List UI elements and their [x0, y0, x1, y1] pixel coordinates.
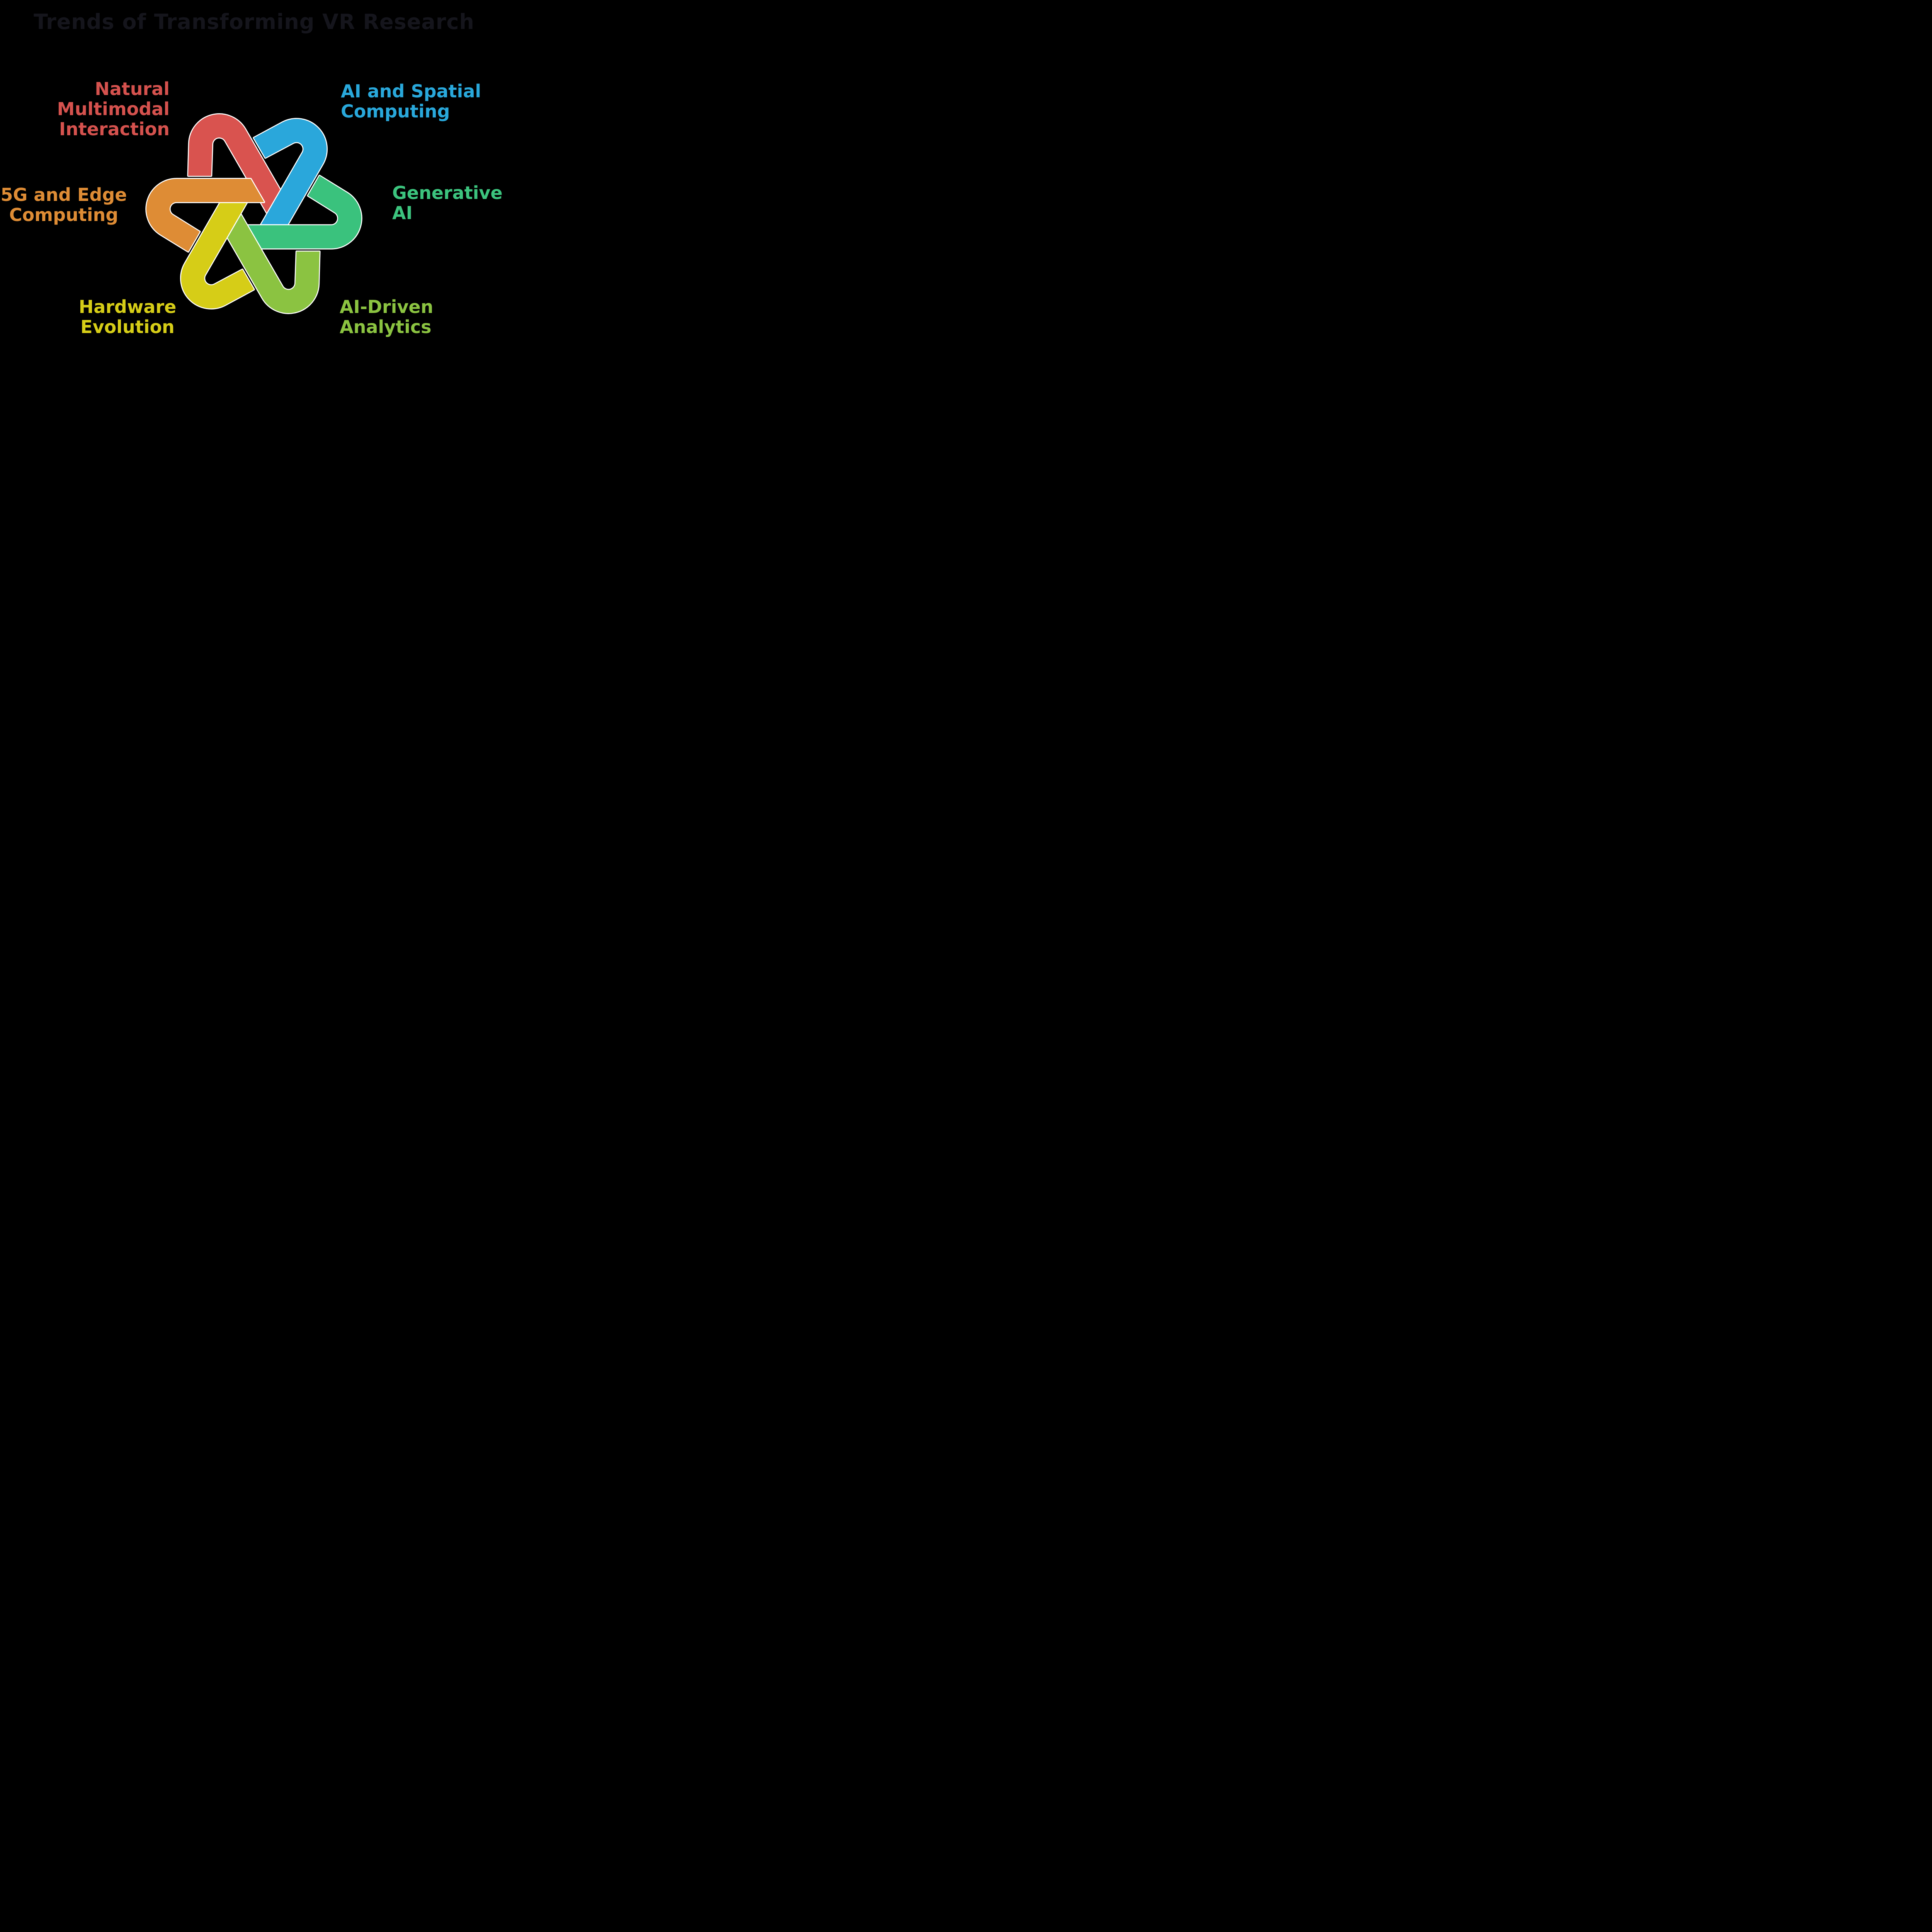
- label-line: Evolution: [80, 316, 175, 337]
- label-line: Computing: [9, 204, 119, 225]
- label-natural-multimodal-interaction: Natural Multimodal Interaction: [57, 79, 170, 139]
- label-line: Multimodal: [57, 99, 170, 119]
- label-hardware-evolution: Hardware Evolution: [50, 297, 205, 337]
- label-line: Natural: [95, 78, 170, 99]
- label-ai-and-spatial-computing: AI and Spatial Computing: [341, 81, 481, 121]
- label-line: Interaction: [59, 119, 170, 139]
- label-line: AI and Spatial: [341, 81, 481, 102]
- label-line: Generative: [392, 182, 503, 203]
- label-line: AI: [392, 202, 413, 223]
- label-generative-ai: Generative AI: [392, 183, 503, 223]
- knot-diagram: [138, 98, 370, 330]
- page-title: Trends of Transforming VR Research: [34, 10, 474, 34]
- label-line: Computing: [341, 101, 450, 122]
- label-line: Hardware: [78, 296, 177, 317]
- label-line: 5G and Edge: [0, 184, 127, 205]
- infographic-canvas: Trends of Transforming VR Research Natur…: [0, 0, 508, 410]
- label-5g-and-edge-computing: 5G and Edge Computing: [0, 185, 128, 225]
- label-line: AI-Driven: [340, 296, 434, 317]
- label-ai-driven-analytics: AI-Driven Analytics: [340, 297, 433, 337]
- label-line: Analytics: [340, 316, 432, 337]
